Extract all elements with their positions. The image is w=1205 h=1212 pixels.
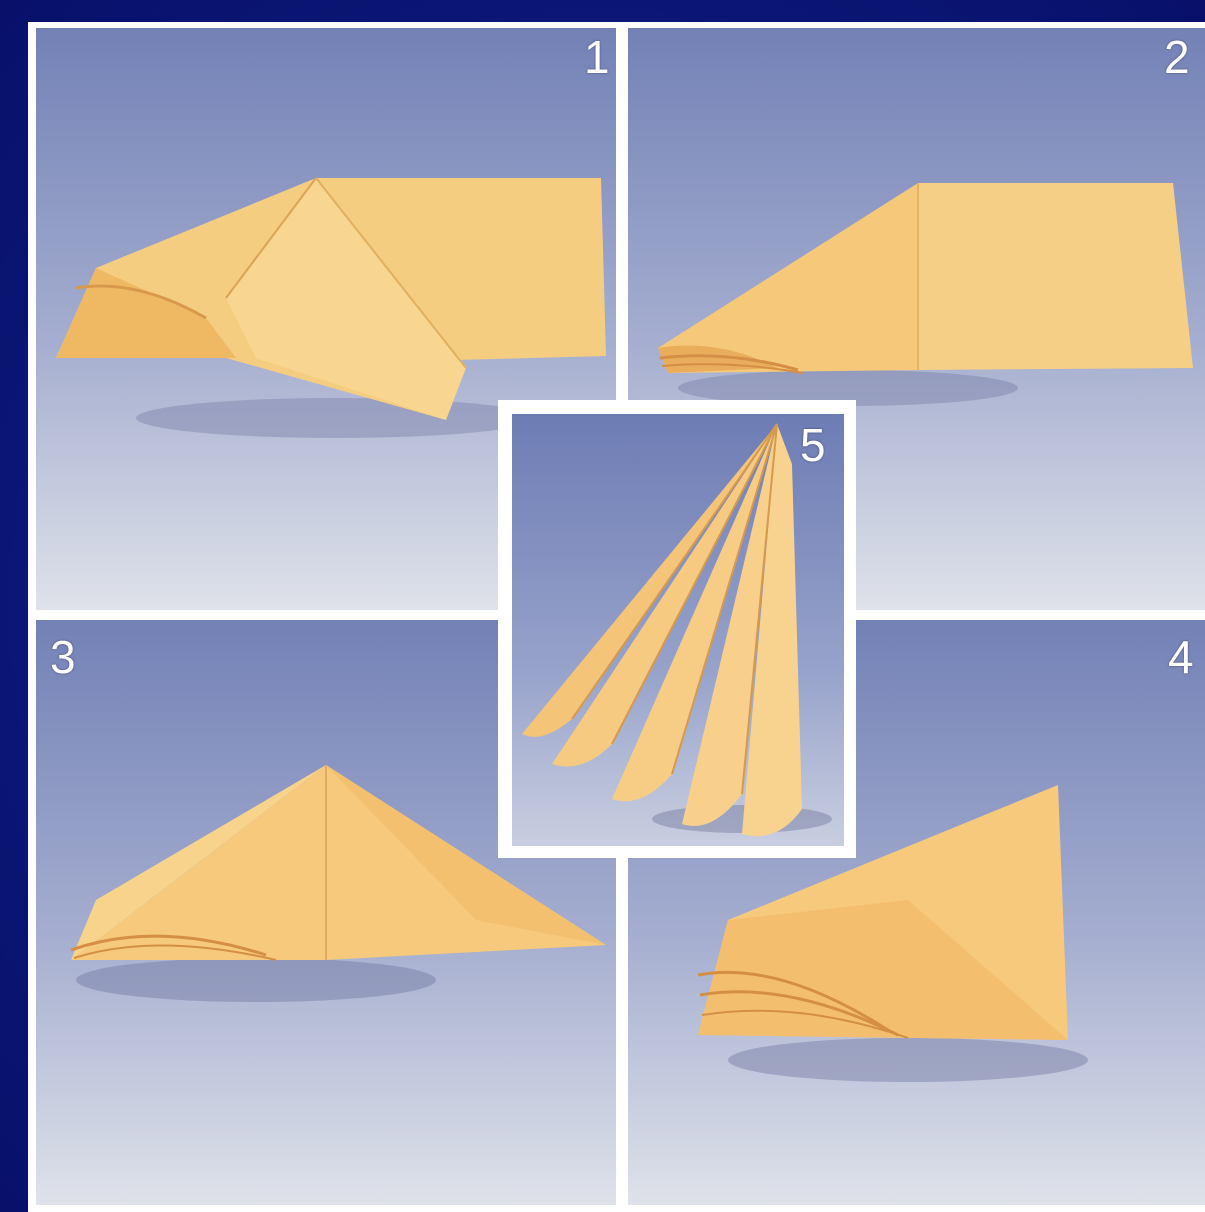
step-5-photo: 5 [512, 414, 844, 846]
step-1-number: 1 [584, 34, 610, 80]
step-3-number: 3 [50, 634, 76, 680]
step-5-number: 5 [800, 422, 826, 468]
step-2-number: 2 [1164, 34, 1190, 80]
step-4-number: 4 [1168, 634, 1194, 680]
